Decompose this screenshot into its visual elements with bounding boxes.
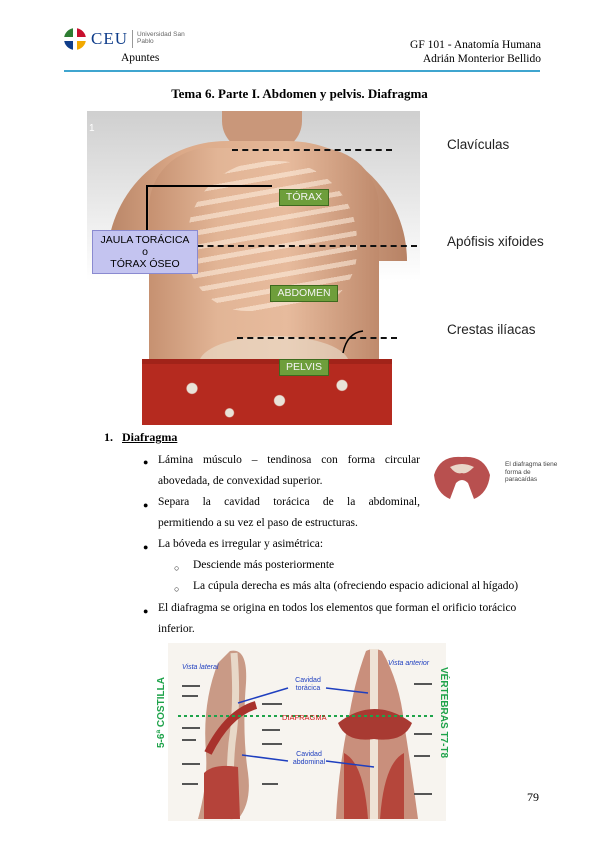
section-title: Diafragma — [122, 430, 178, 444]
bullet-2-line1: Separa la cavidad torácica de la abdomin… — [158, 496, 420, 508]
bullet-icon: ● — [143, 606, 149, 616]
bullet-4-line2: inferior. — [158, 623, 195, 635]
label-claviculas: Clavículas — [447, 137, 510, 152]
vista-anterior-label: Vista anterior — [388, 660, 430, 667]
vista-lateral-label: Vista lateral — [182, 664, 219, 671]
bullet-1: Lámina músculo – tendinosa con forma cir… — [158, 450, 420, 492]
diaphragm-illustration — [434, 456, 490, 499]
clavicle-line — [232, 149, 392, 151]
connector-horizontal — [146, 185, 272, 187]
bullet-icon: ● — [143, 457, 149, 467]
circle-bullet-icon: ○ — [174, 584, 180, 594]
circle-bullet-icon: ○ — [174, 563, 180, 573]
ceu-cross-icon — [64, 28, 86, 50]
vertebras-vertical-label: VÉRTEBRAS T7-T8 — [438, 667, 449, 759]
jaula-line-2: o — [142, 246, 148, 258]
header-right: GF 101 - Anatomía Humana Adrián Monterio… — [410, 38, 541, 66]
bullet-4-line1: El diafragma se origina en todos los ele… — [158, 602, 517, 614]
ceu-logo: CEU Universidad San Pablo — [64, 28, 185, 54]
logo-subtext: Universidad San Pablo — [137, 31, 185, 45]
bullet-3: La bóveda es irregular y asimétrica: — [158, 538, 324, 550]
page-title: Tema 6. Parte I. Abdomen y pelvis. Diafr… — [171, 86, 428, 101]
torso-figure: 1 TÓRAX ABDOMEN PELVIS — [87, 111, 420, 425]
jaula-line-3: TÓRAX ÓSEO — [110, 258, 180, 270]
bullet-4: El diafragma se origina en todos los ele… — [158, 598, 542, 640]
figure-number: 1 — [89, 123, 95, 134]
xiphoid-line — [177, 245, 417, 247]
sub-bullet-1: Desciende más posteriormente — [193, 559, 335, 571]
diaphragm-anatomy-figure: Vista lateral Vista anterior 5-6ª COSTIL… — [156, 643, 449, 821]
iliac-crest-line — [237, 337, 397, 339]
section-number: 1. — [104, 430, 113, 444]
label-crestas-iliacas: Crestas ilíacas — [447, 322, 536, 337]
label-apofisis-xifoides: Apófisis xifoides — [447, 234, 544, 249]
header-author: Adrián Monterior Bellido — [422, 53, 541, 65]
underwear-shape — [142, 359, 392, 425]
bullet-2-line2: permitiendo a su vez el paso de estructu… — [158, 517, 358, 529]
header-left-label: Apuntes — [121, 52, 160, 64]
costilla-vertical-label: 5-6ª COSTILLA — [156, 677, 167, 748]
cavidad-abdominal-label: Cavidad abdominal — [292, 751, 326, 766]
iliac-pointer-arrow — [342, 330, 364, 354]
section-heading: 1. Diafragma — [104, 430, 177, 445]
header-course: GF 101 - Anatomía Humana — [410, 39, 541, 51]
bullet-icon: ● — [143, 500, 149, 510]
sub-bullet-2: La cúpula derecha es más alta (ofreciend… — [193, 580, 519, 592]
abdomen-label: ABDOMEN — [270, 285, 338, 302]
bullet-1-line2: abovedada, de convexidad superior. — [158, 475, 323, 487]
jaula-line-1: JAULA TORÁCICA — [100, 234, 190, 246]
logo-text: CEU — [91, 29, 128, 48]
page-number: 79 — [527, 790, 539, 804]
diaphragm-caption: El diafragma tiene forma de paracaídas — [505, 461, 558, 483]
torax-label: TÓRAX — [279, 189, 329, 206]
jaula-toracica-box: JAULA TORÁCICA o TÓRAX ÓSEO — [92, 230, 198, 274]
pelvis-label: PELVIS — [279, 359, 329, 376]
bullet-icon: ● — [143, 542, 149, 552]
header-rule — [64, 70, 540, 72]
diafragma-label: DIAFRAGMA — [282, 713, 327, 722]
cavidad-toracica-label: Cavidad torácica — [295, 677, 321, 692]
connector-vertical — [146, 185, 148, 230]
bullet-2: Separa la cavidad torácica de la abdomin… — [158, 492, 420, 534]
bullet-1-line1: Lámina músculo – tendinosa con forma cir… — [158, 454, 420, 466]
anatomy-drawing — [168, 643, 446, 821]
logo-divider — [132, 30, 133, 48]
